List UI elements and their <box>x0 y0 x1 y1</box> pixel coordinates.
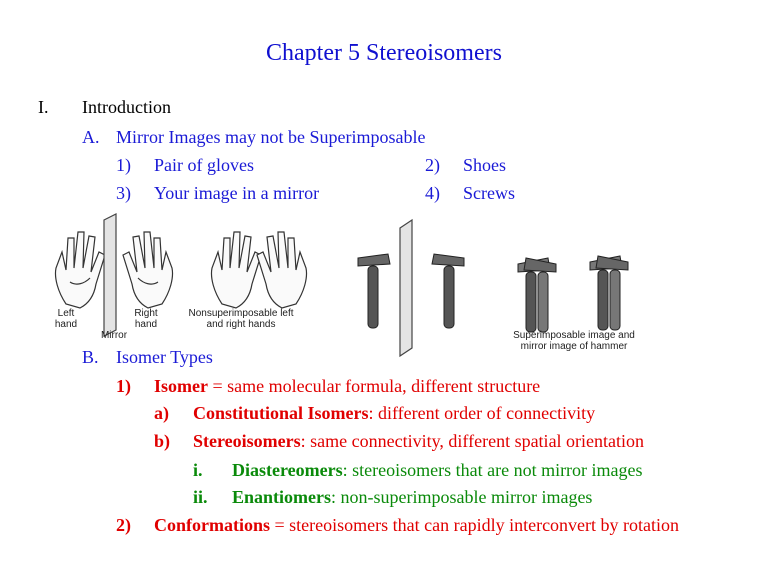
right-hand-icon <box>122 231 174 309</box>
superimposed-hammers-icon <box>517 255 629 333</box>
list-item-number: 4) <box>425 183 440 203</box>
item-number: a) <box>154 403 169 423</box>
part-a-number: A. <box>82 127 100 147</box>
caption-nonsuperimposable: Nonsuperimposable left and right hands <box>188 308 294 330</box>
hammer-icon <box>431 253 465 329</box>
caption-right-hand: Right hand <box>134 308 158 330</box>
term: Isomer <box>154 376 208 396</box>
list-item-number: 2) <box>425 155 440 175</box>
list-item-number: 1) <box>116 155 131 175</box>
constitutional-isomers-definition: Constitutional Isomers: different order … <box>193 402 595 424</box>
isomer-definition: Isomer = same molecular formula, differe… <box>154 375 540 397</box>
part-b-heading: Isomer Types <box>116 347 213 367</box>
mirror-icon <box>399 218 413 358</box>
definition: : same connectivity, different spatial o… <box>300 431 645 451</box>
definition: : non-superimposable mirror images <box>331 487 593 507</box>
part-a-heading: Mirror Images may not be Superimposable <box>116 127 426 147</box>
page-title: Chapter 5 Stereoisomers <box>266 40 502 66</box>
list-item-gloves: Pair of gloves <box>154 155 254 175</box>
caption-left-hand: Left hand <box>54 308 78 330</box>
section-number: I. <box>38 97 49 117</box>
term: Constitutional Isomers <box>193 403 369 423</box>
caption-mirror: Mirror <box>100 330 128 341</box>
definition: : different order of connectivity <box>368 403 596 423</box>
item-number: i. <box>193 460 203 480</box>
left-hand-icon <box>54 231 106 309</box>
part-b-number: B. <box>82 347 99 367</box>
definition: = same molecular formula, different stru… <box>207 376 541 396</box>
term: Stereoisomers <box>193 431 301 451</box>
definition: = stereoisomers that can rapidly interco… <box>270 515 680 535</box>
list-item-mirror-image: Your image in a mirror <box>154 183 320 203</box>
diastereomers-definition: Diastereomers: stereoisomers that are no… <box>232 459 643 481</box>
term: Diastereomers <box>232 460 343 480</box>
item-number: 1) <box>116 376 131 396</box>
hammer-icon <box>357 253 391 329</box>
hands-mirror-illustration <box>54 213 308 337</box>
term: Enantiomers <box>232 487 331 507</box>
enantiomers-definition: Enantiomers: non-superimposable mirror i… <box>232 486 592 508</box>
caption-superimposable: Superimposable image and mirror image of… <box>513 330 635 352</box>
item-number: ii. <box>193 487 208 507</box>
term: Conformations <box>154 515 270 535</box>
hammer-mirror-illustration <box>357 218 629 358</box>
item-number: 2) <box>116 515 131 535</box>
definition: : stereoisomers that are not mirror imag… <box>342 460 643 480</box>
nonsuperimposable-hands-icon <box>210 231 308 309</box>
conformations-definition: Conformations = stereoisomers that can r… <box>154 514 679 536</box>
item-number: b) <box>154 431 171 451</box>
section-heading: Introduction <box>82 97 171 117</box>
list-item-screws: Screws <box>463 183 515 203</box>
mirror-icon <box>103 213 117 337</box>
list-item-shoes: Shoes <box>463 155 507 175</box>
stereoisomers-definition: Stereoisomers: same connectivity, differ… <box>193 430 644 452</box>
list-item-number: 3) <box>116 183 131 203</box>
